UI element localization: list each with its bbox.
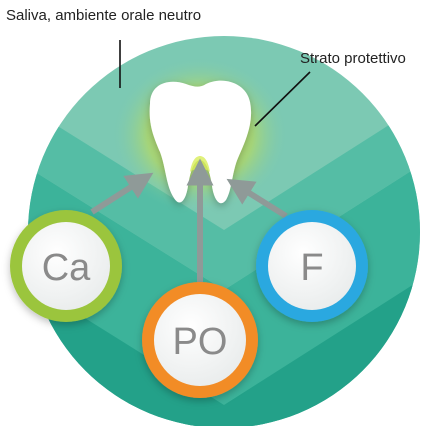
ion-f: F [256, 210, 368, 322]
tooth-icon [149, 80, 252, 204]
protective-layer-label: Strato protettivo [300, 50, 406, 67]
arrow-ca-to-tooth [90, 172, 154, 215]
ion-f-label: F [300, 247, 323, 289]
arrow-f-to-tooth [226, 178, 288, 219]
ion-ca: Ca [10, 210, 122, 322]
ion-po-label: PO [173, 321, 228, 363]
saliva-label: Saliva, ambiente orale neutro [6, 7, 202, 24]
ion-ca-label: Ca [42, 247, 91, 289]
ion-po: PO [142, 282, 258, 398]
protective-layer-pointer-line [254, 71, 311, 127]
